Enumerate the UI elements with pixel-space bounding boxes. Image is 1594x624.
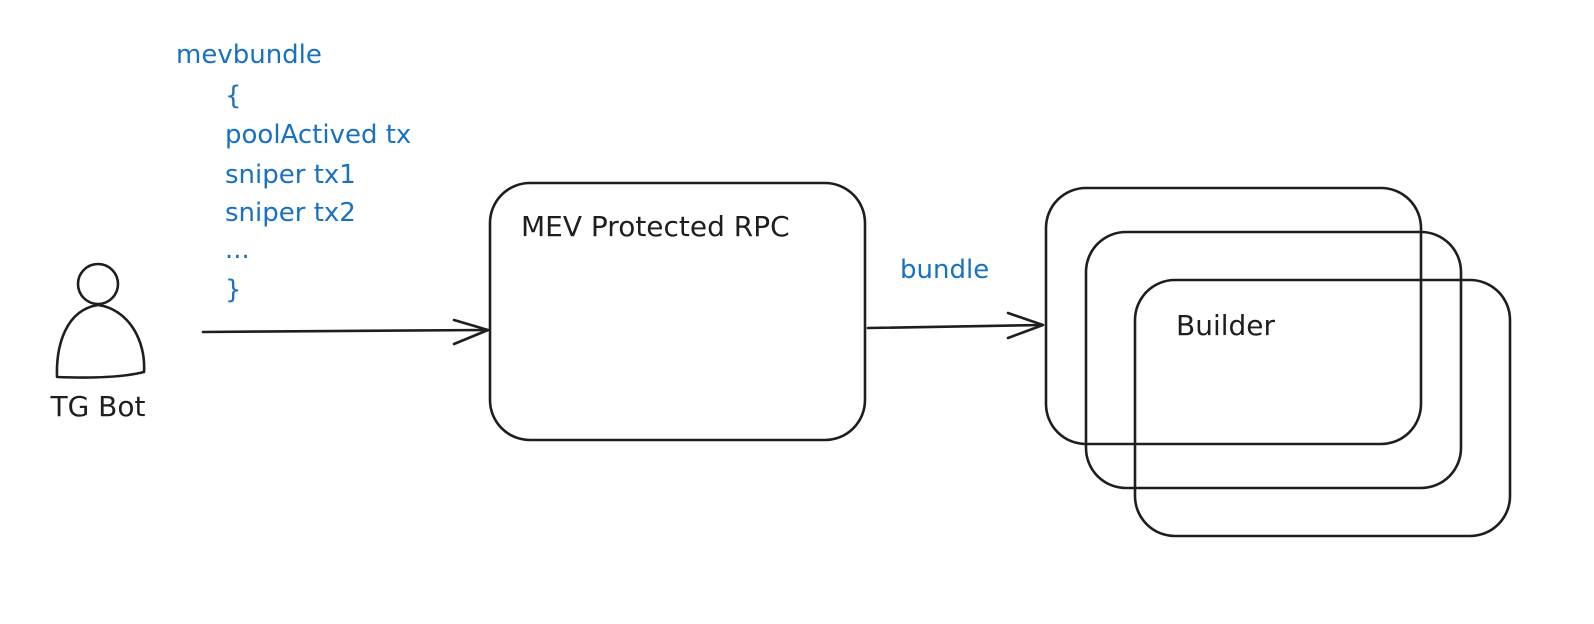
arrow-bot-to-rpc-line (201, 328, 489, 334)
edge-label-bundle: bundle (900, 255, 989, 285)
payload-line-sniper-tx2: sniper tx2 (225, 198, 356, 228)
builder-label: Builder (1176, 309, 1276, 342)
actor-label: TG Bot (49, 390, 145, 423)
person-icon (55, 262, 146, 379)
builder-box-back (1044, 186, 1423, 446)
tg-bot-actor: TG Bot (49, 262, 146, 423)
mevbundle-payload: mevbundle { poolActived tx sniper tx1 sn… (176, 40, 411, 305)
arrow-rpc-to-builder-line (866, 323, 1044, 330)
arrow-bot-to-rpc-head (452, 318, 490, 346)
person-body (55, 303, 146, 379)
payload-title: mevbundle (176, 40, 322, 70)
payload-line-pool-actived: poolActived tx (225, 120, 411, 150)
rpc-box: MEV Protected RPC (488, 181, 867, 442)
payload-open-brace: { (225, 81, 242, 111)
person-head (76, 262, 120, 306)
rpc-box-shape (488, 181, 867, 442)
rpc-box-label: MEV Protected RPC (521, 210, 790, 243)
builder-stack: Builder (1044, 186, 1512, 538)
arrow-bot-to-rpc (201, 318, 490, 346)
payload-close-brace: } (225, 275, 242, 305)
payload-line-ellipsis: ... (225, 235, 250, 265)
builder-box-middle (1084, 230, 1463, 490)
arrow-rpc-to-builder: bundle (866, 255, 1045, 340)
payload-line-sniper-tx1: sniper tx1 (225, 160, 356, 190)
builder-box-front (1133, 278, 1512, 538)
arrow-rpc-to-builder-head (1006, 311, 1045, 340)
